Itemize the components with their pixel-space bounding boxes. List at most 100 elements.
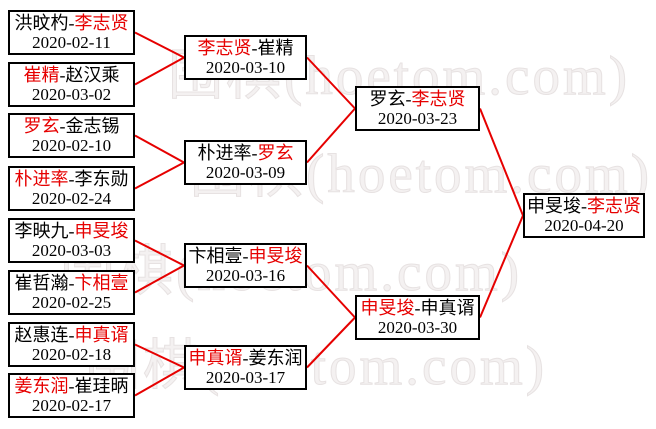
connector-line <box>306 264 356 319</box>
match-separator: - <box>251 142 258 163</box>
player-name-left: 洪旼杓 <box>14 12 69 33</box>
connector-line <box>479 215 524 318</box>
match-separator: - <box>68 168 75 189</box>
match-players: 姜东润-崔珪昞 <box>10 376 133 396</box>
match-players: 卞相壹-申旻埈 <box>186 246 305 266</box>
player-name-right: 罗玄 <box>257 142 294 163</box>
connector-line <box>134 56 185 86</box>
match-players: 李映九-申旻埈 <box>10 221 133 241</box>
player-name-right: 卞相壹 <box>74 272 129 293</box>
connector-line <box>134 239 185 267</box>
match-players: 罗玄-金志锡 <box>10 116 133 136</box>
match-date: 2020-02-17 <box>31 395 112 415</box>
player-name-right: 申旻埈 <box>248 245 303 266</box>
match-players: 朴进率-李东勋 <box>10 169 133 189</box>
connector-line <box>479 108 524 216</box>
player-name-left: 申旻埈 <box>527 195 581 216</box>
watermark-text: 围棋(hoetom.com) <box>84 335 548 397</box>
player-name-right: 申真谞 <box>420 297 475 318</box>
player-name-left: 李志贤 <box>197 37 252 58</box>
player-name-left: 卞相壹 <box>188 245 243 266</box>
match-separator: - <box>414 297 421 318</box>
connector-line <box>134 161 185 190</box>
player-name-right: 申旻埈 <box>74 220 129 241</box>
match-separator: - <box>68 272 75 293</box>
match-date: 2020-02-24 <box>31 188 112 208</box>
match-separator: - <box>68 12 75 33</box>
match-date: 2020-02-11 <box>32 32 111 52</box>
match-date: 2020-04-20 <box>544 215 624 235</box>
match-separator: - <box>405 88 412 109</box>
match-players: 崔哲瀚-卞相壹 <box>10 273 133 293</box>
match-separator: - <box>59 115 66 136</box>
player-name-left: 罗玄 <box>369 88 406 109</box>
player-name-right: 申真谞 <box>74 324 129 345</box>
match-players: 申旻埈-李志贤 <box>525 196 643 216</box>
match-players: 申真谞-姜东润 <box>186 348 305 368</box>
player-name-left: 崔精 <box>23 64 60 85</box>
match-separator: - <box>242 245 249 266</box>
player-name-right: 赵汉乘 <box>65 64 120 85</box>
connector-line <box>134 31 185 59</box>
match-players: 赵惠连-申真谞 <box>10 325 133 345</box>
player-name-left: 姜东润 <box>14 375 69 396</box>
match-date: 2020-03-17 <box>205 367 286 387</box>
connector-line <box>306 107 356 164</box>
match-players: 洪旼杓-李志贤 <box>10 13 133 33</box>
connector-line <box>306 56 356 110</box>
player-name-right: 崔珪昞 <box>74 375 129 396</box>
connector-line <box>134 264 185 294</box>
match-players: 朴进率-罗玄 <box>186 143 305 163</box>
match-separator: - <box>581 195 587 216</box>
match-players: 申旻埈-申真谞 <box>357 298 478 318</box>
match-date: 2020-03-09 <box>205 162 286 182</box>
match-players: 罗玄-李志贤 <box>357 89 478 109</box>
match-date: 2020-03-16 <box>205 265 286 285</box>
match-players: 李志贤-崔精 <box>186 38 305 58</box>
connector-line <box>134 366 185 397</box>
player-name-right: 李志贤 <box>411 88 466 109</box>
match-date: 2020-03-03 <box>31 240 112 260</box>
connector-line <box>134 343 185 369</box>
player-name-left: 李映九 <box>14 220 69 241</box>
match-date: 2020-03-30 <box>377 317 458 337</box>
match-separator: - <box>68 220 75 241</box>
match-separator: - <box>68 375 75 396</box>
connector-line <box>306 316 356 369</box>
player-name-left: 申旻埈 <box>360 297 415 318</box>
match-date: 2020-02-10 <box>31 135 112 155</box>
connector-line <box>134 134 185 164</box>
match-date: 2020-02-25 <box>31 292 112 312</box>
match-players: 崔精-赵汉乘 <box>10 65 133 85</box>
match-date: 2020-03-02 <box>31 84 112 104</box>
player-name-right: 李志贤 <box>74 12 129 33</box>
match-date: 2020-03-10 <box>205 57 286 77</box>
player-name-left: 崔哲瀚 <box>14 272 69 293</box>
player-name-left: 朴进率 <box>197 142 252 163</box>
match-separator: - <box>251 37 258 58</box>
player-name-left: 申真谞 <box>188 347 243 368</box>
match-date: 2020-03-23 <box>377 108 458 128</box>
player-name-right: 姜东润 <box>248 347 303 368</box>
player-name-left: 罗玄 <box>23 115 60 136</box>
player-name-left: 赵惠连 <box>14 324 69 345</box>
player-name-right: 李东勋 <box>74 168 129 189</box>
player-name-right: 李志贤 <box>587 195 641 216</box>
match-date: 2020-02-18 <box>31 344 112 364</box>
match-separator: - <box>59 64 66 85</box>
